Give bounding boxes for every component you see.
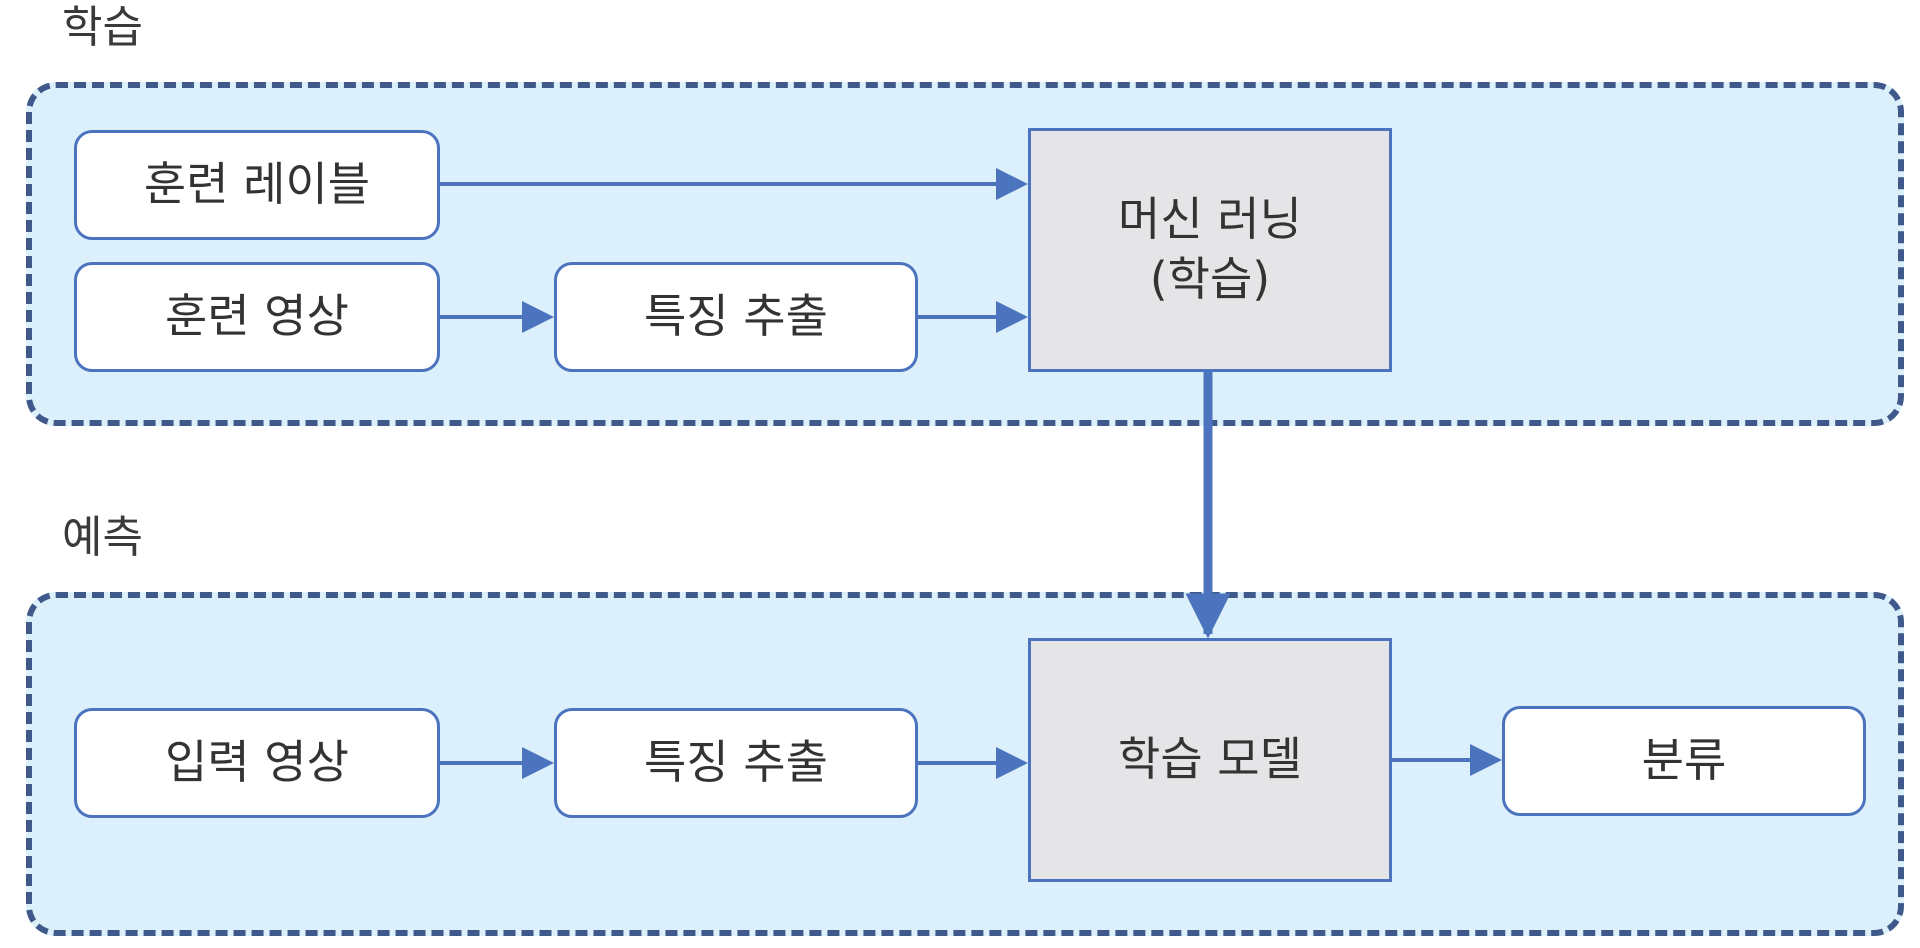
machine-learning-box: 머신 러닝 (학습): [1028, 128, 1392, 372]
trained-model-box: 학습 모델: [1028, 638, 1392, 882]
machine-learning-label: 머신 러닝: [1118, 192, 1302, 247]
training-section-title: 학습: [62, 2, 143, 53]
training-feature-extraction-box: 특징 추출: [554, 262, 918, 372]
prediction-section-title: 예측: [62, 512, 143, 563]
classification-box: 분류: [1502, 706, 1866, 816]
input-image-box: 입력 영상: [74, 708, 440, 818]
prediction-feature-extraction-box: 특징 추출: [554, 708, 918, 818]
training-image-box: 훈련 영상: [74, 262, 440, 372]
training-label-box: 훈련 레이블: [74, 130, 440, 240]
machine-learning-sublabel: (학습): [1149, 252, 1271, 306]
